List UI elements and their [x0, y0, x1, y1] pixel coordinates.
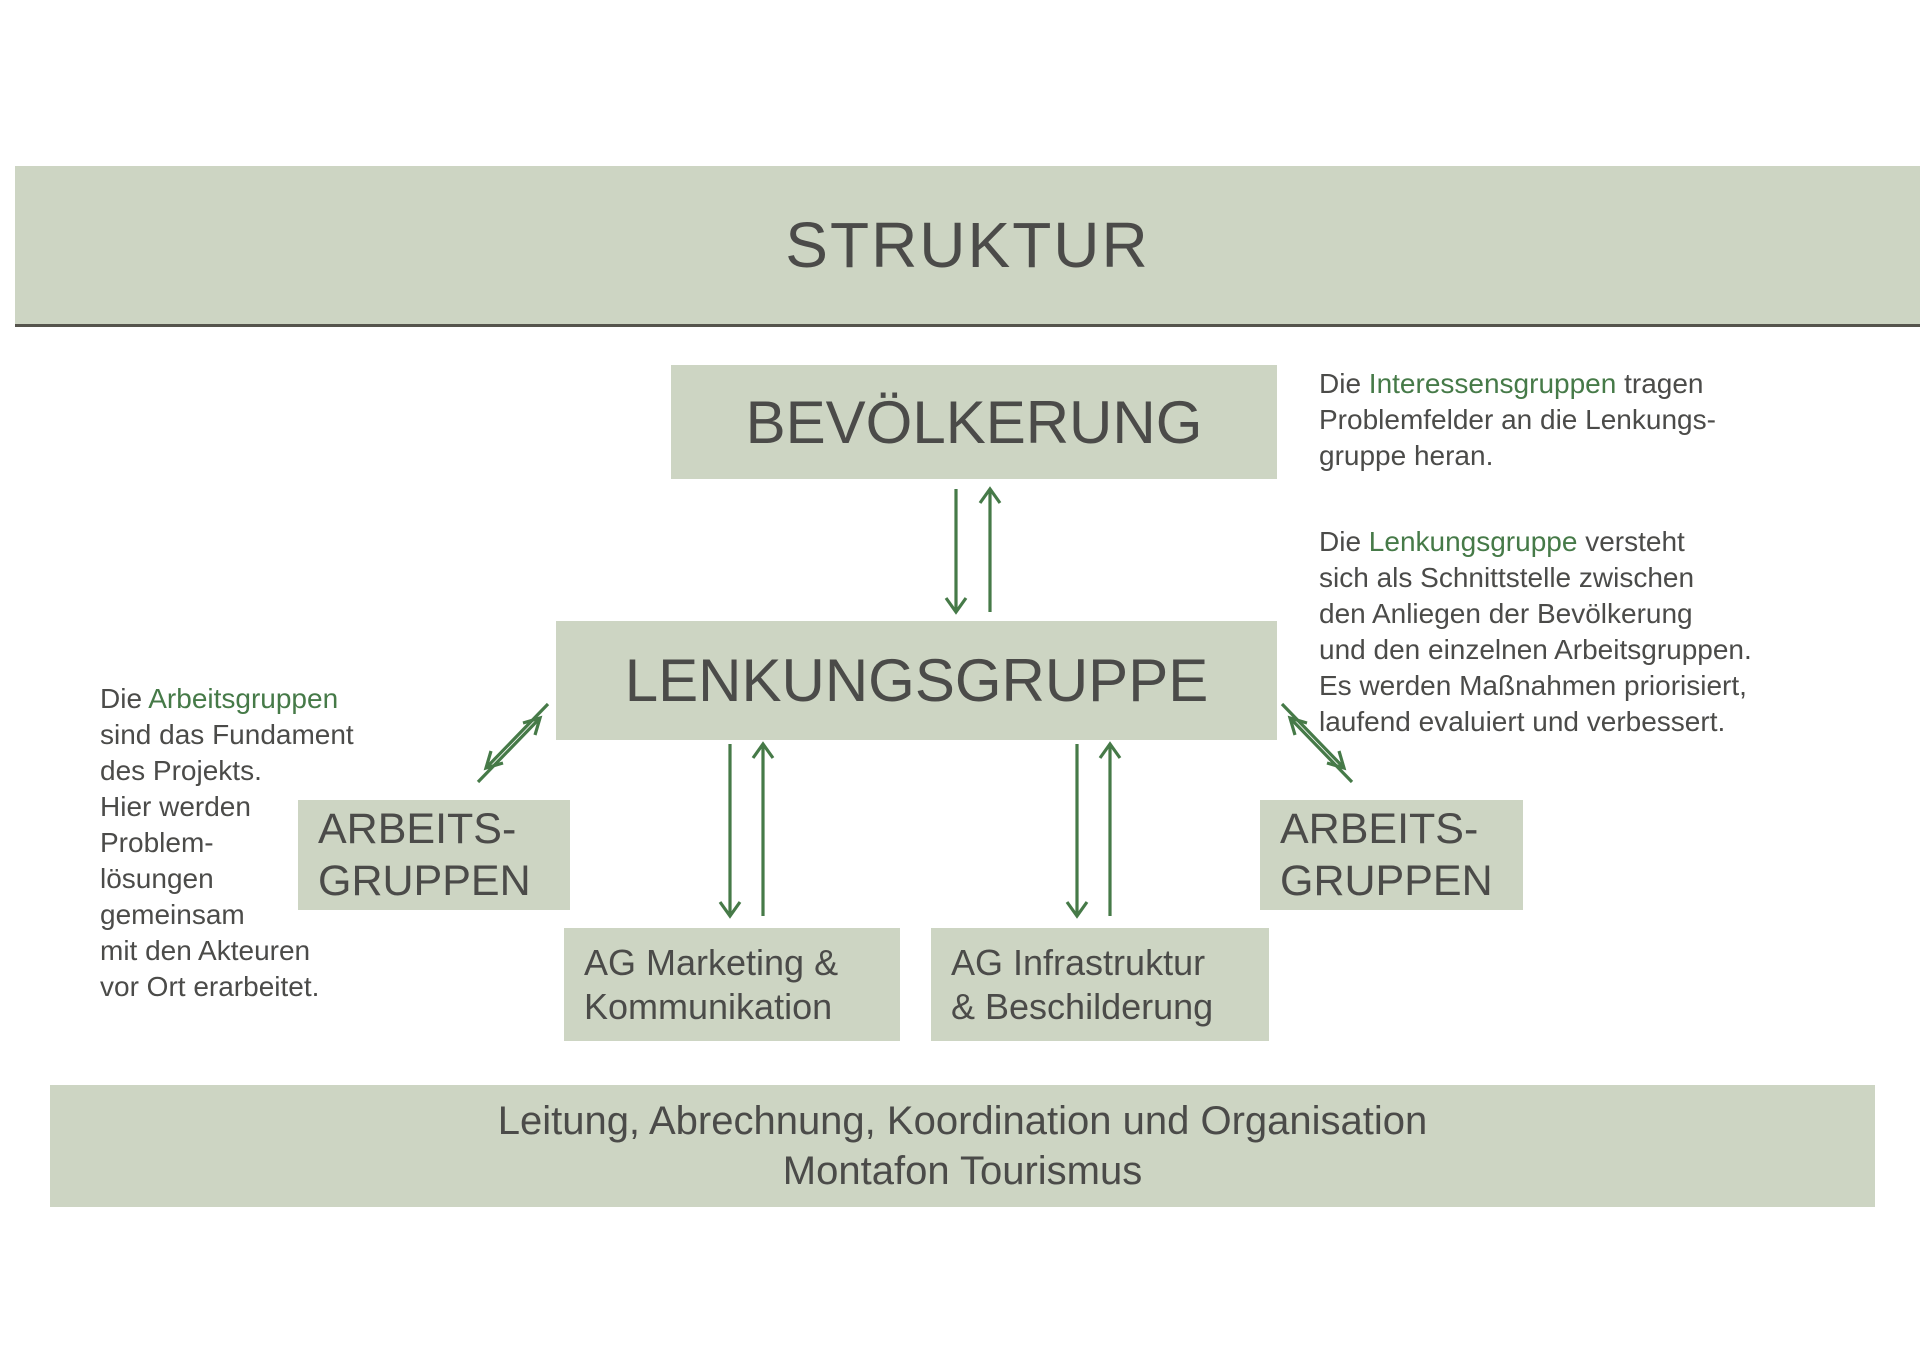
note-line: lösungen — [100, 863, 214, 894]
note-text: versteht — [1577, 526, 1685, 557]
note-lenkungsgruppe: Die Lenkungsgruppe versteht sich als Sch… — [1319, 524, 1859, 740]
note-text: Die — [100, 683, 149, 714]
note-highlight: Lenkungsgruppe — [1368, 526, 1578, 557]
note-line: Die Interessensgruppen tragen — [1319, 366, 1839, 402]
note-text: Die — [1319, 368, 1369, 399]
note-line: laufend evaluiert und verbessert. — [1319, 706, 1726, 737]
note-line: Hier werden — [100, 791, 251, 822]
node-ag-infrastruktur: AG Infrastruktur & Beschilderung — [931, 928, 1269, 1041]
down-arrow-icon — [718, 744, 742, 919]
node-bevoelkerung: BEVÖLKERUNG — [671, 365, 1277, 479]
note-line: Die Arbeitsgruppen — [100, 681, 430, 717]
note-line: vor Ort erarbeitet. — [100, 971, 320, 1002]
note-line: gruppe heran. — [1319, 440, 1494, 471]
note-line: Es werden Maßnahmen priorisiert, — [1319, 670, 1747, 701]
down-arrow-icon — [944, 489, 968, 615]
lenkungsgruppe-ag-infrastruktur-arrows — [1065, 741, 1122, 919]
note-line: Problemfelder an die Lenkungs- — [1319, 404, 1716, 435]
node-label-line: Kommunikation — [584, 985, 833, 1027]
note-line: Die Lenkungsgruppe versteht — [1319, 524, 1859, 560]
note-text: Die — [1319, 526, 1369, 557]
header-bar: STRUKTUR — [15, 166, 1920, 327]
node-label-line: GRUPPEN — [1280, 857, 1493, 905]
node-label-line: AG Marketing & — [584, 941, 839, 983]
note-text: tragen — [1616, 368, 1704, 399]
note-highlight: Interessensgruppen — [1368, 368, 1617, 399]
down-left-arrow-icon — [483, 702, 550, 771]
node-bevoelkerung-label: BEVÖLKERUNG — [745, 388, 1203, 456]
note-line: gemeinsam — [100, 899, 245, 930]
note-arbeitsgruppen: Die Arbeitsgruppen sind das Fundament de… — [100, 681, 430, 1005]
note-line: mit den Akteuren — [100, 935, 311, 966]
node-label-line: & Beschilderung — [951, 985, 1214, 1027]
node-label-line: GRUPPEN — [318, 857, 531, 905]
footer-bar: Leitung, Abrechnung, Koordination und Or… — [50, 1085, 1875, 1207]
node-lenkungsgruppe: LENKUNGSGRUPPE — [556, 621, 1277, 740]
bevoelkerung-lenkungsgruppe-arrows — [944, 486, 1002, 615]
footer-line-1: Leitung, Abrechnung, Koordination und Or… — [497, 1099, 1428, 1143]
note-highlight: Arbeitsgruppen — [148, 683, 339, 714]
lenkungsgruppe-arbeitsgruppen-left-arrows — [476, 702, 550, 784]
node-label-line: AG Infrastruktur — [951, 941, 1206, 983]
note-line: sind das Fundament — [100, 719, 354, 750]
up-arrow-icon — [978, 486, 1002, 612]
note-line: Problem- — [100, 827, 214, 858]
note-line: sich als Schnittstelle zwischen — [1319, 562, 1695, 593]
node-arbeitsgruppen-right: ARBEITS- GRUPPEN — [1260, 800, 1523, 910]
node-lenkungsgruppe-label: LENKUNGSGRUPPE — [624, 647, 1209, 714]
up-arrow-icon — [751, 741, 775, 916]
note-line: den Anliegen der Bevölkerung — [1319, 598, 1693, 629]
node-label-line: ARBEITS- — [318, 805, 517, 853]
up-right-arrow-icon — [476, 715, 543, 784]
up-arrow-icon — [1098, 741, 1122, 916]
note-line: und den einzelnen Arbeitsgruppen. — [1319, 634, 1752, 665]
footer-line-2: Montafon Tourismus — [782, 1149, 1143, 1193]
note-line: des Projekts. — [100, 755, 262, 786]
node-label-line: ARBEITS- — [1280, 805, 1479, 853]
lenkungsgruppe-ag-marketing-arrows — [718, 741, 775, 919]
page-title: STRUKTUR — [785, 209, 1150, 281]
node-ag-marketing: AG Marketing & Kommunikation — [564, 928, 900, 1041]
node-arbeitsgruppen-left: ARBEITS- GRUPPEN — [298, 800, 570, 910]
note-interessensgruppen: Die Interessensgruppen tragen Problemfel… — [1319, 366, 1839, 474]
down-arrow-icon — [1065, 744, 1089, 919]
